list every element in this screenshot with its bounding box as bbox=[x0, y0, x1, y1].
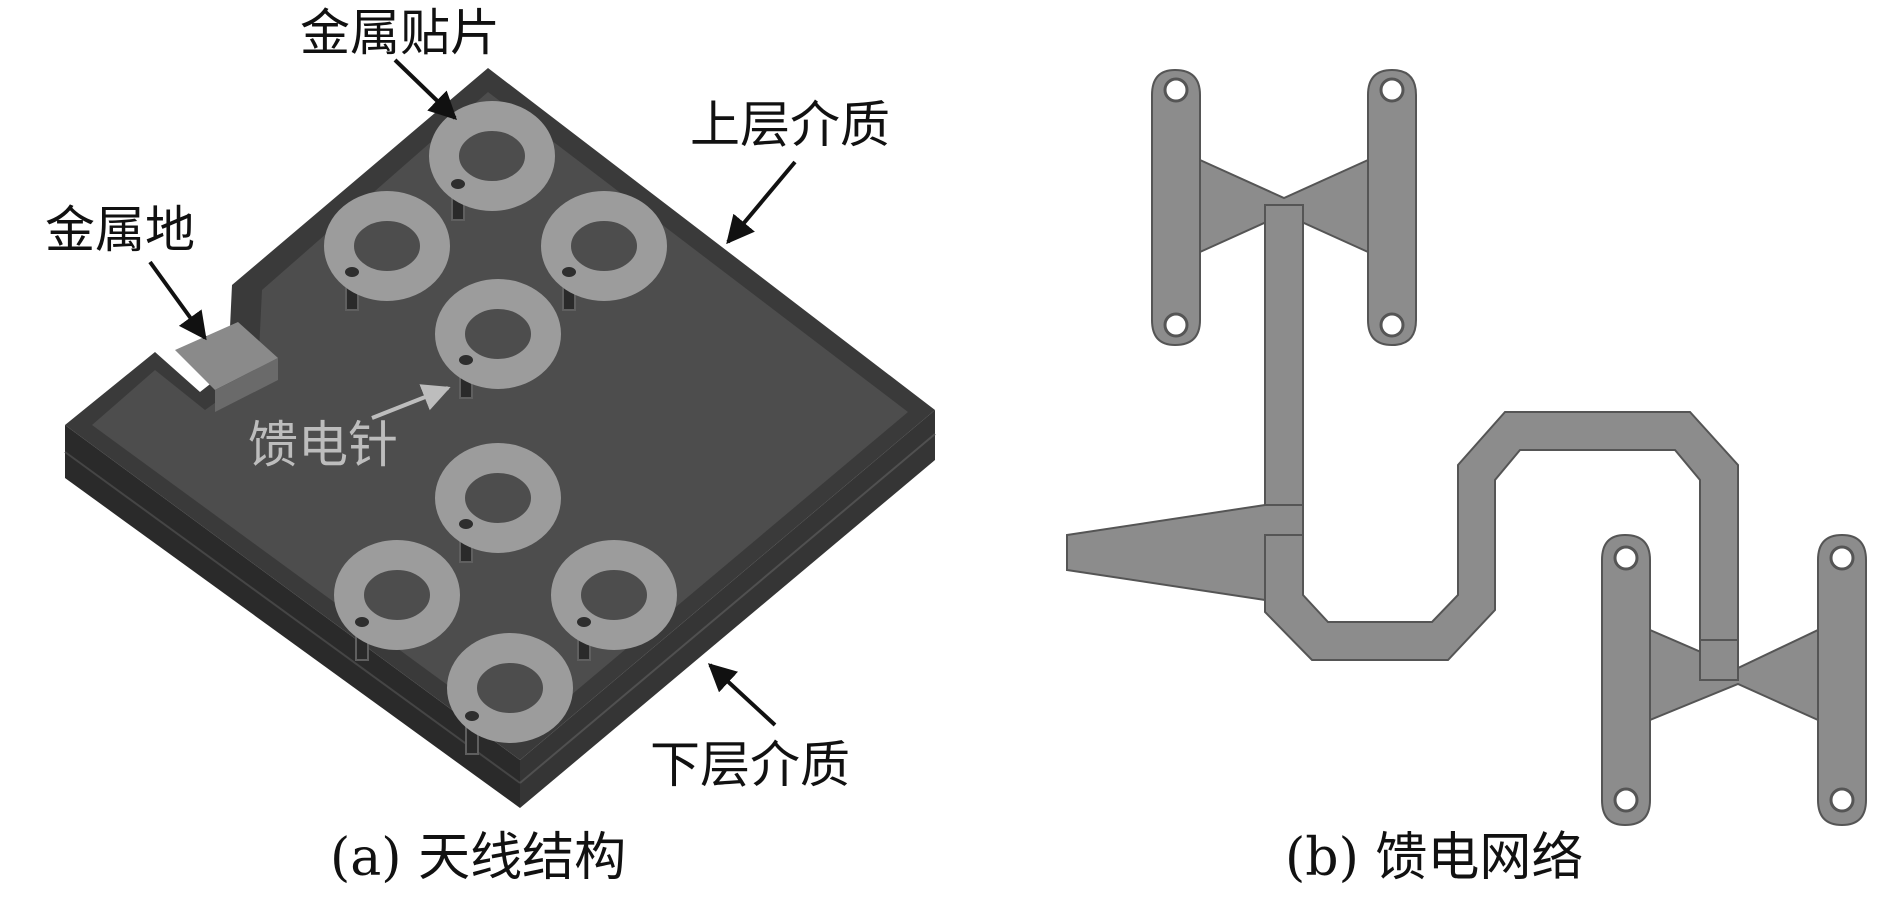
patch-7 bbox=[551, 540, 677, 650]
feed-lower-right-rail-right bbox=[1817, 533, 1867, 827]
caption-feed-network: (b) 馈电网络 bbox=[1285, 828, 1584, 888]
label-feed-pin: 馈电针 bbox=[248, 416, 398, 474]
patch-1 bbox=[429, 101, 555, 211]
patch-3 bbox=[541, 191, 667, 301]
patch-8 bbox=[447, 633, 573, 743]
caption-antenna-structure: (a) 天线结构 bbox=[330, 828, 627, 888]
patch-6 bbox=[334, 540, 460, 650]
antenna-structure-panel bbox=[64, 58, 936, 808]
label-lower-dielectric: 下层介质 bbox=[650, 736, 850, 794]
label-metal-ground: 金属地 bbox=[45, 201, 195, 259]
upper-dielectric-arrow bbox=[726, 160, 797, 245]
metal-patches bbox=[324, 101, 677, 743]
patch-5 bbox=[435, 443, 561, 553]
ground-arrow bbox=[148, 260, 207, 341]
patch-2 bbox=[324, 191, 450, 301]
board-top-surface bbox=[92, 92, 908, 738]
patch-arrow bbox=[393, 58, 458, 120]
feed-lower-right-rail-left bbox=[1601, 533, 1651, 827]
feed-upper-left-stem bbox=[1264, 204, 1304, 536]
feed-upper-left-rail-right bbox=[1367, 68, 1417, 347]
label-upper-dielectric: 上层介质 bbox=[690, 96, 890, 154]
feed-via-holes bbox=[1163, 77, 1855, 813]
patch-4 bbox=[435, 279, 561, 389]
feed-lower-right-stem bbox=[1699, 639, 1739, 681]
pin-arrow bbox=[371, 384, 451, 420]
feed-upper-left-rail-left bbox=[1151, 68, 1201, 347]
feed-meander bbox=[1264, 411, 1739, 663]
lower-dielectric-arrow bbox=[707, 663, 777, 727]
label-metal-patch: 金属贴片 bbox=[300, 4, 500, 62]
feed-network-panel bbox=[1066, 68, 1867, 827]
